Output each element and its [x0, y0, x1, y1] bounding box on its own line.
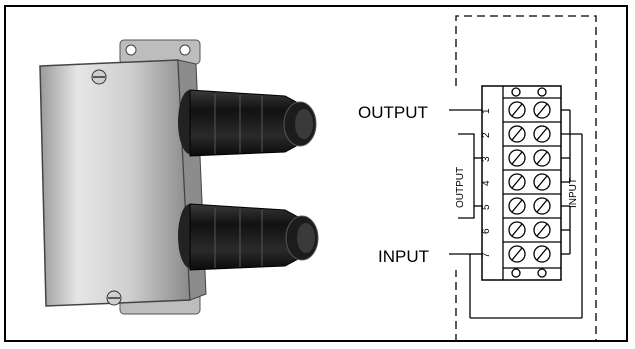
terminal-number-5: 5 — [481, 204, 492, 210]
terminal-screw-5-left — [508, 197, 526, 215]
terminal-screw-4-right — [533, 173, 551, 191]
terminal-screw-7-left — [508, 245, 526, 263]
terminal-screw-2-right — [533, 125, 551, 143]
input-side-wiring — [469, 109, 583, 319]
upper-cable-connector — [178, 89, 317, 157]
terminal-block-bottom-hole-left — [511, 268, 521, 278]
terminal-rows — [503, 101, 561, 263]
input-main-label: INPUT — [378, 247, 429, 266]
top-tab-hole-right — [179, 44, 191, 56]
metal-box-body — [39, 59, 191, 307]
terminal-screw-5-right — [533, 197, 551, 215]
terminal-number-1: 1 — [481, 108, 492, 114]
terminal-screw-6-left — [508, 221, 526, 239]
terminal-screw-1-left — [508, 101, 526, 119]
terminal-number-6: 6 — [481, 228, 492, 234]
top-tab-hole-left — [125, 44, 137, 56]
terminal-number-7: 7 — [481, 252, 492, 258]
terminal-block-top-hole-right — [537, 87, 547, 97]
terminal-screw-4-left — [508, 173, 526, 191]
terminal-block-bottom-hole-right — [537, 268, 547, 278]
terminal-screw-3-right — [533, 149, 551, 167]
terminal-screw-2-left — [508, 125, 526, 143]
terminal-screw-3-left — [508, 149, 526, 167]
lower-cable-connector — [178, 203, 319, 271]
terminal-number-4: 4 — [481, 180, 492, 186]
terminal-screw-7-right — [533, 245, 551, 263]
wiring-diagram — [449, 15, 597, 342]
terminal-number-3: 3 — [481, 156, 492, 162]
output-vertical-label: OUTPUT — [455, 167, 466, 208]
terminal-block-top-hole-left — [511, 87, 521, 97]
output-main-label: OUTPUT — [358, 103, 428, 122]
junction-box-photo — [39, 39, 319, 315]
figure-border — [4, 5, 628, 342]
terminal-block — [481, 85, 562, 281]
input-vertical-label: INPUT — [568, 178, 579, 208]
terminal-number-2: 2 — [481, 132, 492, 138]
output-side-wiring — [449, 109, 482, 255]
terminal-screw-1-right — [533, 101, 551, 119]
terminal-screw-6-right — [533, 221, 551, 239]
